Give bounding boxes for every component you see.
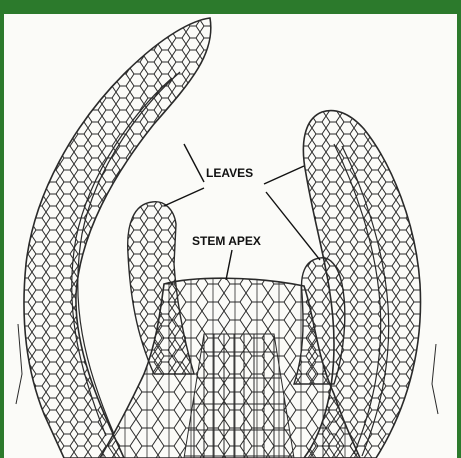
- leaves-leader-left-inner: [164, 188, 204, 206]
- stem-apex-leader: [226, 250, 232, 280]
- left-edge-fragment: [16, 324, 22, 404]
- leaves-label: LEAVES: [204, 166, 255, 180]
- leaves-leader-right-outer: [264, 166, 304, 184]
- stem-core: [184, 334, 294, 458]
- leaves-leader-left-outer: [184, 144, 204, 182]
- right-edge-fragment: [432, 344, 438, 414]
- stem-apex-label: STEM APEX: [190, 234, 263, 248]
